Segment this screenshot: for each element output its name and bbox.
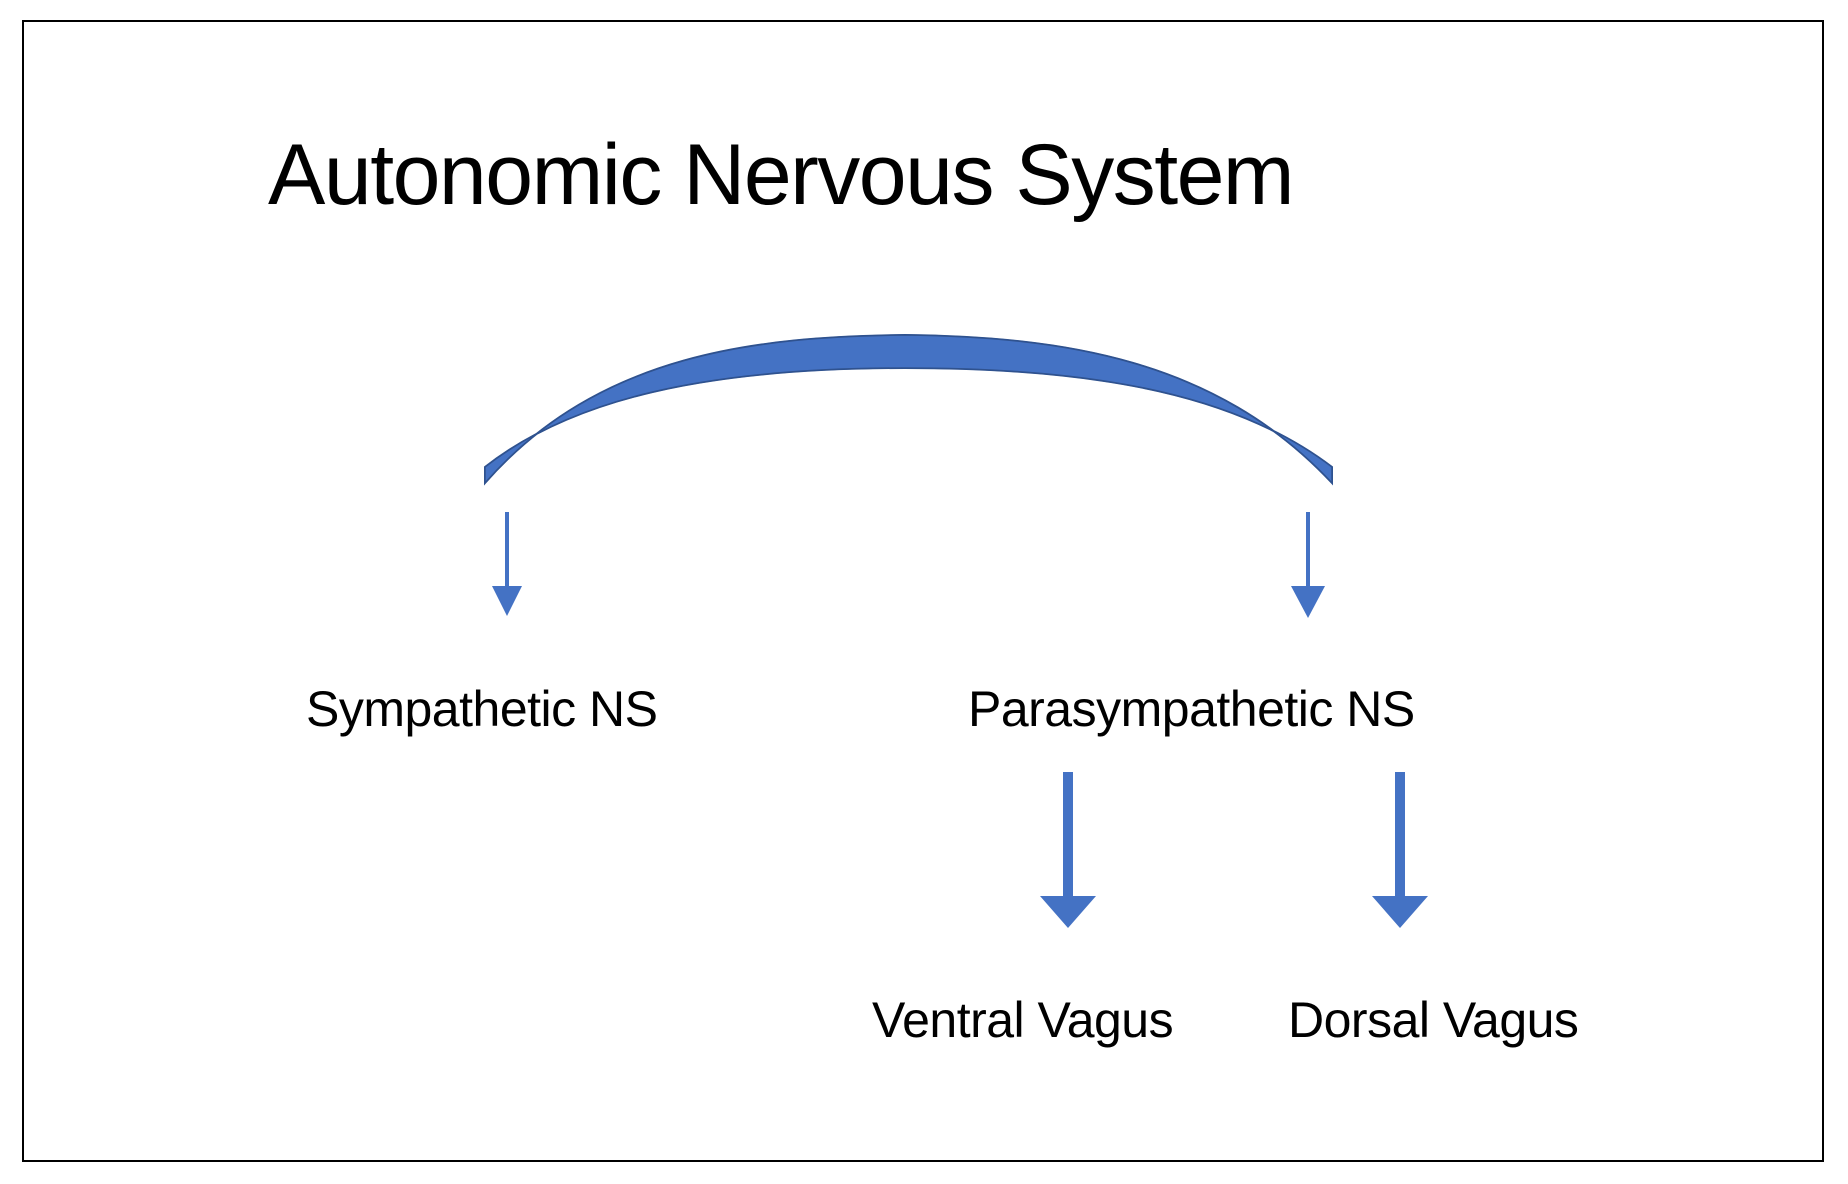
arrow-parasympathetic-to-ventral-vagus xyxy=(1040,772,1096,928)
node-label-ventral-vagus: Ventral Vagus xyxy=(872,992,1174,1048)
page-title: Autonomic Nervous System xyxy=(268,127,1295,223)
arrow-arc-to-parasympathetic xyxy=(1291,512,1325,618)
arrow-parasympathetic-to-dorsal-vagus xyxy=(1372,772,1428,928)
arc-banner-shape xyxy=(484,333,1333,486)
node-label-parasympathetic-ns: Parasympathetic NS xyxy=(968,681,1415,737)
node-label-dorsal-vagus: Dorsal Vagus xyxy=(1288,992,1579,1048)
arrow-arc-to-sympathetic xyxy=(492,512,522,616)
slide-border-frame xyxy=(22,20,1824,1162)
node-label-sympathetic-ns: Sympathetic NS xyxy=(306,681,658,737)
